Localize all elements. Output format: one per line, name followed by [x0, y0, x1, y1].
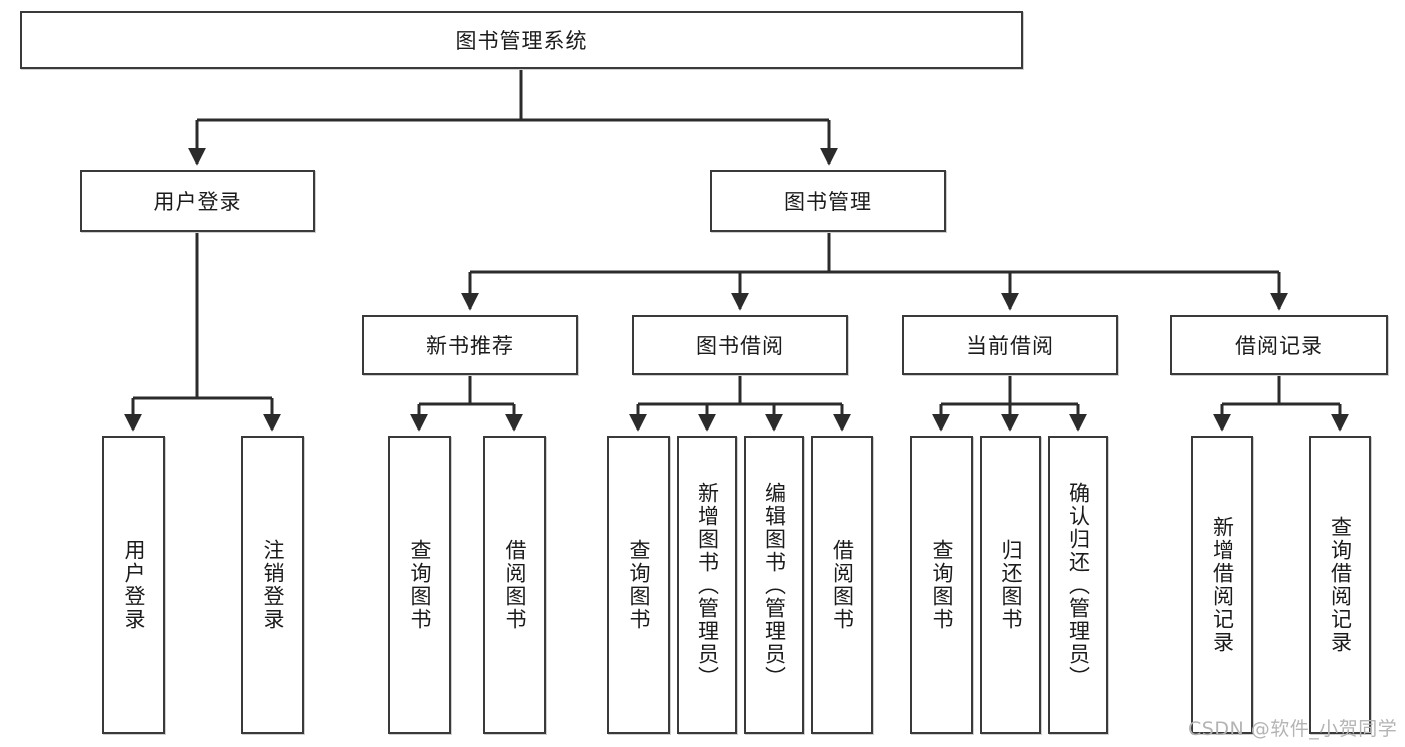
node-leaf-add-book-admin[interactable]: 新增图书（管理员） — [677, 436, 737, 734]
node-borrow-record[interactable]: 借阅记录 — [1170, 315, 1388, 375]
node-leaf-edit-book-admin[interactable]: 编辑图书（管理员） — [744, 436, 804, 734]
node-label: 图书管理 — [784, 190, 872, 214]
node-leaf-user-login[interactable]: 用户登录 — [102, 436, 165, 734]
node-leaf-query-borrow-record[interactable]: 查询借阅记录 — [1309, 436, 1371, 734]
node-label: 新书推荐 — [426, 334, 514, 358]
node-label: 注销登录 — [260, 539, 285, 631]
node-new-book-recommend[interactable]: 新书推荐 — [362, 315, 578, 375]
node-label: 借阅记录 — [1235, 334, 1323, 358]
node-leaf-borrow-book-recommend[interactable]: 借阅图书 — [483, 436, 546, 734]
node-label: 查询图书 — [626, 539, 651, 631]
node-leaf-confirm-return-admin[interactable]: 确认归还（管理员） — [1048, 436, 1108, 734]
node-label: 借阅图书 — [502, 539, 527, 631]
node-label: 图书管理系统 — [455, 29, 588, 53]
node-label: 新增借阅记录 — [1210, 516, 1235, 654]
node-label: 借阅图书 — [830, 539, 855, 631]
node-root-system[interactable]: 图书管理系统 — [20, 11, 1023, 69]
node-leaf-query-book-recommend[interactable]: 查询图书 — [388, 436, 451, 734]
node-label: 当前借阅 — [966, 334, 1054, 358]
node-leaf-add-borrow-record[interactable]: 新增借阅记录 — [1191, 436, 1253, 734]
node-leaf-borrow-book[interactable]: 借阅图书 — [811, 436, 873, 734]
node-leaf-query-book[interactable]: 查询图书 — [607, 436, 670, 734]
node-label: 用户登录 — [121, 539, 146, 631]
node-label: 归还图书 — [998, 539, 1023, 631]
node-leaf-return-book[interactable]: 归还图书 — [980, 436, 1041, 734]
node-current-borrow[interactable]: 当前借阅 — [902, 315, 1118, 375]
node-label: 查询图书 — [407, 539, 432, 631]
node-label: 查询图书 — [929, 539, 954, 631]
node-label: 新增图书（管理员） — [695, 481, 720, 689]
node-leaf-logout[interactable]: 注销登录 — [241, 436, 304, 734]
node-label: 编辑图书（管理员） — [762, 481, 787, 689]
node-label: 查询借阅记录 — [1328, 516, 1353, 654]
node-book-management[interactable]: 图书管理 — [710, 170, 946, 232]
node-label: 确认归还（管理员） — [1066, 481, 1091, 689]
node-leaf-query-book-current[interactable]: 查询图书 — [910, 436, 973, 734]
node-label: 图书借阅 — [696, 334, 784, 358]
node-book-borrow[interactable]: 图书借阅 — [632, 315, 848, 375]
node-user-login[interactable]: 用户登录 — [80, 170, 315, 232]
node-label: 用户登录 — [153, 190, 242, 214]
